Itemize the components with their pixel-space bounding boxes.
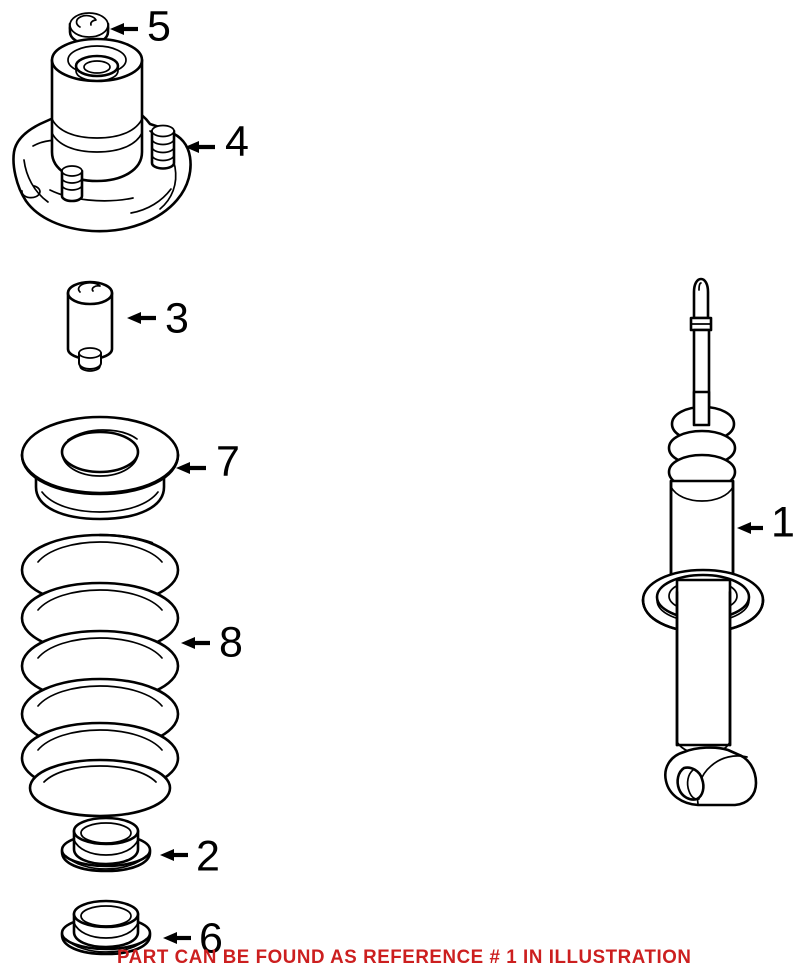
callout-number-8: 8: [219, 618, 243, 666]
leader-3: [127, 312, 156, 324]
part-strut-mount-assembly: [12, 37, 192, 233]
leader-6: [163, 932, 191, 944]
leader-5: [110, 23, 138, 35]
callout-number-5: 5: [147, 2, 171, 50]
reference-note: PART CAN BE FOUND AS REFERENCE # 1 IN IL…: [117, 946, 692, 968]
part-coil-spring: [20, 533, 180, 818]
strut-mount-stud-front: [60, 165, 84, 203]
callout-number-3: 3: [165, 294, 189, 342]
part-lower-spring-seat-lower: [60, 899, 152, 956]
callout-number-4: 4: [225, 117, 249, 165]
strut-mount-stud-rear: [150, 124, 176, 170]
callout-number-7: 7: [216, 437, 240, 485]
part-lower-spring-seat-upper: [60, 816, 152, 873]
part-shock-absorber-strut: [641, 277, 765, 807]
part-upper-spring-seat-ring: [20, 415, 180, 521]
callout-leaders: [110, 23, 763, 944]
leader-1: [737, 522, 763, 534]
leader-4: [185, 141, 215, 153]
leader-7: [176, 462, 206, 474]
leader-2: [160, 849, 188, 861]
callout-number-6: 6: [199, 914, 223, 962]
callout-number-1: 1: [771, 498, 795, 546]
callout-number-2: 2: [196, 832, 220, 880]
part-bump-stop: [66, 280, 114, 372]
leader-8: [181, 637, 210, 649]
